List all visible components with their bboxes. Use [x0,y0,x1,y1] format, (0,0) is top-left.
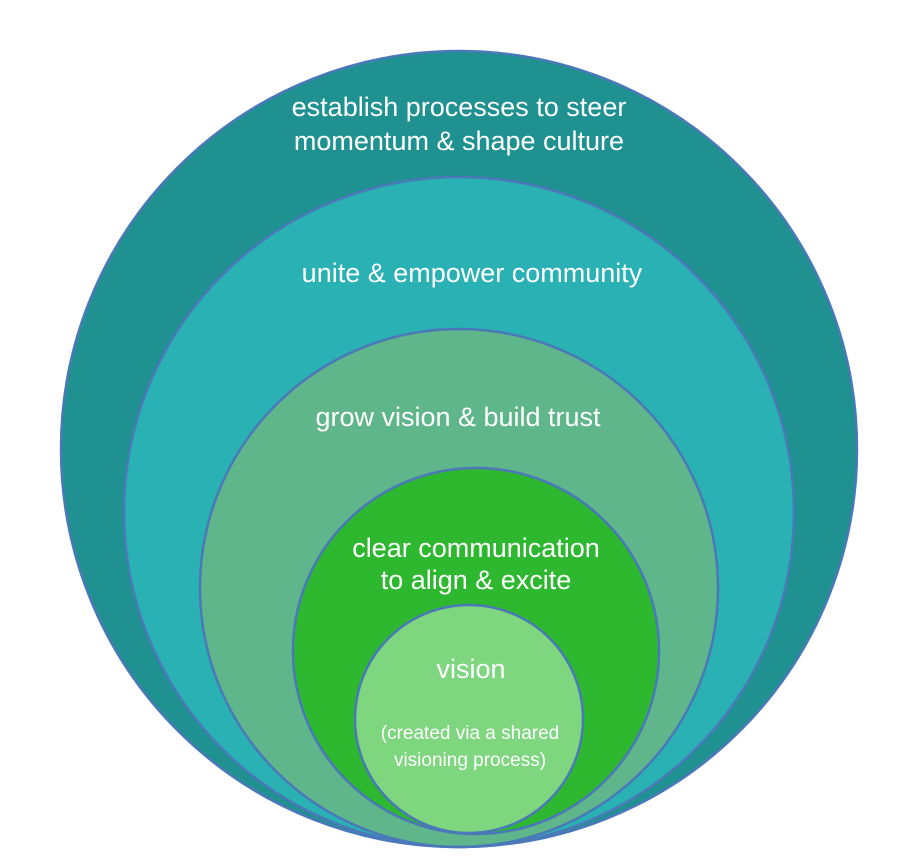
label-vision: vision [436,654,505,684]
label-clear-communication: clear communication [352,533,600,563]
label-unite-empower: unite & empower community [302,258,643,288]
label-clear-communication-line2: to align & excite [381,565,572,595]
circle-vision [353,603,585,835]
label-vision-note-line2: visioning process) [394,750,546,771]
label-vision-note: (created via a shared [381,723,560,744]
label-grow-vision: grow vision & build trust [315,402,601,432]
label-establish-processes-line2: momentum & shape culture [294,126,624,156]
label-establish-processes: establish processes to steer [292,92,627,122]
